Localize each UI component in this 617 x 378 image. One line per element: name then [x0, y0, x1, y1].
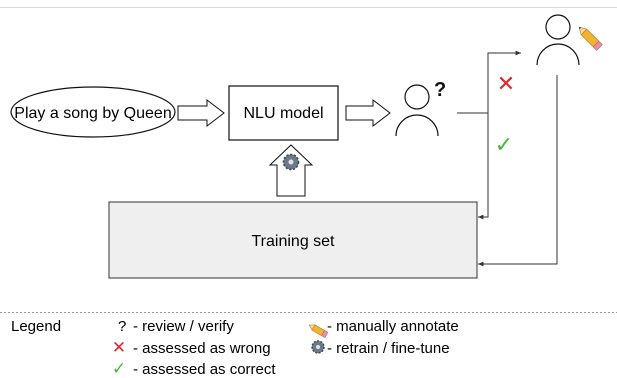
legend-review-symbol: ? — [118, 318, 126, 335]
legend: Legend ? - review / verify ✕ - assessed … — [11, 318, 459, 378]
legend-annotate-text: - manually annotate — [327, 318, 459, 335]
connector-reviewer-to-training — [478, 113, 489, 220]
legend-correct-text: - assessed as correct — [133, 361, 276, 378]
legend-correct-icon: ✓ — [112, 359, 126, 378]
nlu-model-label: NLU model — [243, 105, 323, 122]
block-arrow-input-to-model — [177, 98, 225, 128]
legend-title: Legend — [11, 318, 61, 335]
correct-mark-icon: ✓ — [495, 132, 513, 157]
training-set-box: Training set — [108, 201, 478, 279]
connector-annotator-to-training — [478, 75, 558, 267]
annotator-person-icon — [536, 14, 580, 66]
legend-wrong-icon: ✕ — [112, 338, 126, 357]
nlu-model-box: NLU model — [228, 85, 339, 141]
legend-wrong-text: - assessed as wrong — [133, 340, 271, 357]
gear-icon — [282, 153, 300, 171]
reviewer-person-icon — [395, 84, 439, 137]
wrong-mark-icon: ✕ — [497, 71, 515, 96]
training-set-label: Training set — [252, 233, 336, 250]
block-arrow-training-to-model — [268, 144, 314, 197]
legend-pencil-icon — [308, 324, 329, 338]
block-arrow-model-to-reviewer — [345, 98, 391, 128]
input-utterance: Play a song by Queen — [10, 86, 176, 138]
input-utterance-text: Play a song by Queen — [14, 105, 171, 122]
legend-gear-icon — [311, 340, 325, 354]
legend-review-text: - review / verify — [133, 318, 234, 335]
legend-retrain-text: - retrain / fine-tune — [327, 340, 450, 357]
connector-reviewer-to-annotator — [457, 50, 521, 114]
reviewer-question-mark: ? — [434, 79, 446, 101]
pencil-icon — [578, 26, 603, 51]
